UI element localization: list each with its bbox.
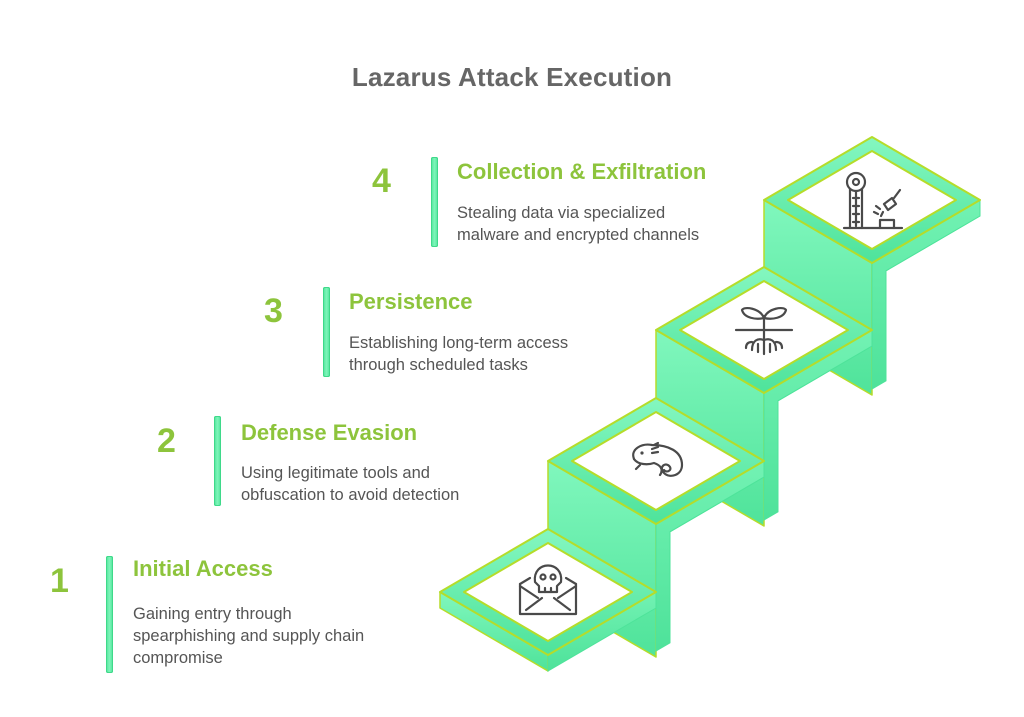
- step-top-panel: [787, 150, 957, 250]
- step-description: Stealing data via specialized malware and…: [457, 202, 699, 246]
- step-description: Gaining entry through spearphishing and s…: [133, 603, 364, 669]
- rooted-sprout-icon: [734, 307, 794, 356]
- step-number: 3: [264, 292, 283, 330]
- step-number: 4: [372, 162, 391, 200]
- step-title: Initial Access: [133, 556, 273, 581]
- step-number: 2: [157, 422, 176, 460]
- step-description-line: Gaining entry through: [133, 605, 292, 623]
- chameleon-icon: [632, 441, 684, 477]
- strength-tester-icon: [842, 171, 904, 230]
- step-description-line: malware and encrypted channels: [457, 226, 700, 244]
- step-description-line: Establishing long-term access: [349, 334, 569, 352]
- step-accent-bar: [431, 157, 438, 247]
- step-description-line: Using legitimate tools and: [241, 464, 430, 482]
- step-description-line: spearphishing and supply chain: [133, 627, 365, 645]
- step-number: 1: [50, 562, 69, 600]
- step-accent-bar: [323, 287, 330, 377]
- step-description-line: through scheduled tasks: [349, 356, 528, 374]
- step-title: Defense Evasion: [241, 420, 418, 445]
- skull-envelope-icon: [518, 564, 578, 616]
- step-title: Collection & Exfiltration: [457, 159, 707, 184]
- step-title: Persistence: [349, 289, 473, 314]
- step-description-line: obfuscation to avoid detection: [241, 486, 460, 504]
- step-description-line: Stealing data via specialized: [457, 204, 666, 222]
- step-description-line: compromise: [133, 649, 223, 667]
- step-description: Establishing long-term access through sch…: [349, 332, 568, 376]
- diagram-title: Lazarus Attack Execution: [351, 62, 673, 92]
- step-description: Using legitimate tools and obfuscation to…: [241, 462, 459, 506]
- step-accent-bar: [106, 556, 113, 673]
- step-accent-bar: [214, 416, 221, 506]
- step-top-panel: [571, 411, 741, 511]
